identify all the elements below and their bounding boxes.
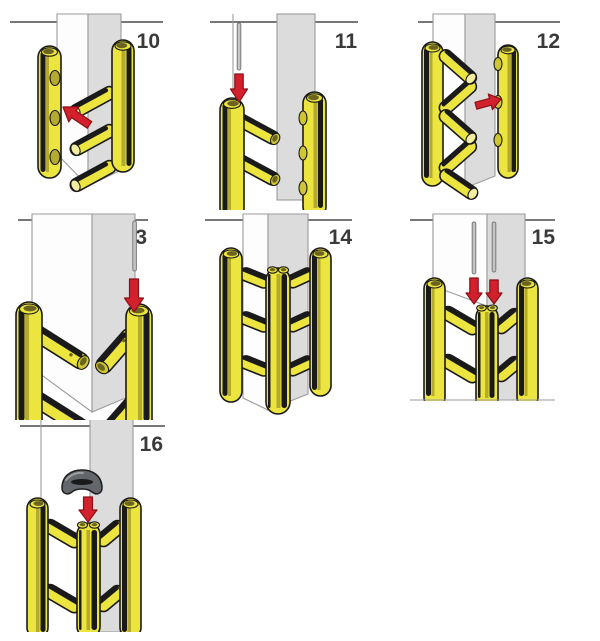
locking-pin — [471, 221, 477, 275]
arrow-down-icon — [78, 496, 98, 523]
locking-pin — [491, 221, 497, 273]
guard-post-right — [516, 277, 539, 409]
guard-post-right — [111, 39, 135, 173]
guard-post-left — [423, 277, 446, 409]
guard-post-right — [298, 91, 327, 210]
arrow-right-icon — [474, 93, 502, 111]
step-illustration-15: 15 — [400, 213, 600, 420]
step-illustration-13: 13 — [15, 213, 153, 420]
step-illustration-14: 14 — [205, 213, 353, 415]
guard-post-left — [219, 97, 245, 210]
column-graphic — [31, 213, 136, 414]
step-number: 11 — [335, 30, 358, 53]
arrow-down-icon — [485, 279, 503, 305]
step-number: 16 — [140, 433, 163, 456]
step-illustration-10: 10 — [10, 13, 163, 193]
guard-post-right — [119, 497, 142, 639]
step-illustration-12: 12 — [418, 13, 560, 200]
top-cap-icon — [61, 469, 103, 495]
guard-post-left — [219, 247, 243, 403]
locking-pin — [236, 22, 242, 71]
step-panel-10: 10 — [0, 0, 200, 210]
guard-post-corner — [125, 303, 153, 420]
step-illustration-16: 16 — [0, 420, 200, 641]
step-number: 15 — [532, 226, 556, 249]
guard-post-left-with-holes — [37, 45, 62, 179]
crop-mask — [0, 632, 200, 641]
locking-pin — [132, 220, 137, 272]
guard-post-corner — [265, 266, 291, 415]
guard-rails — [238, 267, 315, 377]
step-number: 12 — [537, 30, 560, 53]
guard-post-left — [15, 301, 43, 420]
step-number: 14 — [329, 226, 353, 249]
arrow-down-icon — [465, 277, 483, 305]
guard-post-right — [309, 247, 332, 397]
step-panel-11: 11 — [200, 0, 400, 210]
step-panel-12: 12 — [400, 0, 600, 210]
guard-post-right — [493, 44, 519, 179]
step-panel-13: 13 — [0, 210, 200, 420]
guard-post-left — [26, 497, 49, 639]
arrow-down-icon — [123, 278, 145, 313]
guard-post-left — [421, 41, 444, 187]
guard-post-corner — [475, 304, 499, 420]
step-number: 10 — [137, 30, 160, 53]
step-panel-14: 14 — [200, 210, 400, 420]
crop-mask — [400, 401, 600, 420]
step-illustration-11: 11 — [210, 13, 358, 210]
guard-rails-zigzag — [438, 48, 479, 200]
step-panel-16: 16 — [0, 420, 200, 641]
arrow-left-icon — [62, 106, 93, 129]
guard-post-corner — [76, 521, 101, 639]
arrow-down-icon — [229, 73, 249, 103]
step-panel-15: 15 — [400, 210, 600, 420]
